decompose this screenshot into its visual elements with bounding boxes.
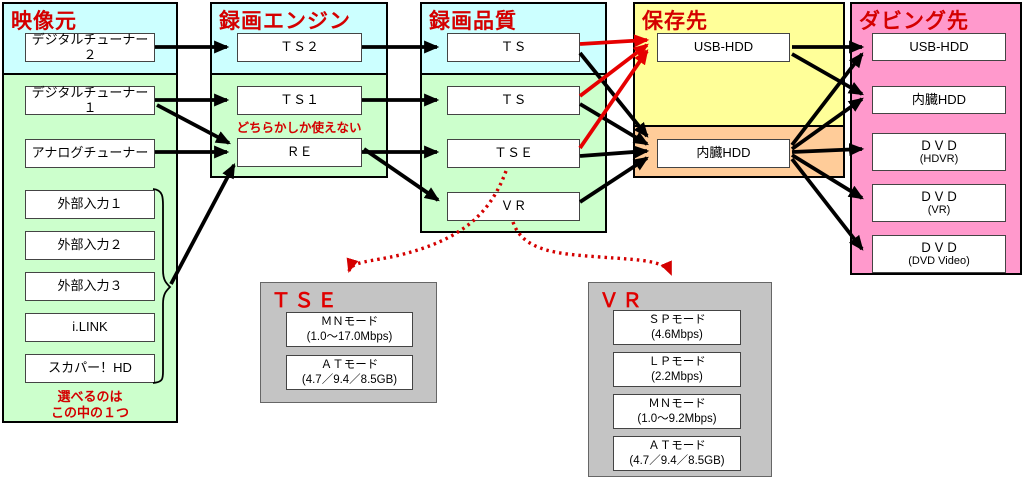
vr-lp-mode-name: ＬＰモード	[648, 356, 706, 369]
dub-dvd-video-label: ＤＶＤ	[919, 239, 959, 255]
source-external-input-1: 外部入力１	[25, 190, 155, 219]
dub-column-title: ダビング先	[859, 10, 969, 33]
source-analog-tuner: アナログチューナー	[25, 139, 155, 168]
dub-dvd-video: ＤＶＤ (DVD Video)	[872, 235, 1006, 273]
tse-mn-mode-name: ＭＮモード	[320, 316, 379, 329]
vr-mn-mode-name: ＭＮモード	[648, 398, 706, 411]
source-choose-note-line2: この中の１つ	[50, 405, 129, 421]
dub-dvd-hdvr: ＤＶＤ (HDVR)	[872, 133, 1006, 171]
tse-detail-panel: ＴＳＥ ＭＮモード (1.0～17.0Mbps) ＡＴモード (4.7／9.4／…	[260, 282, 437, 403]
quality-vr: ＶＲ	[447, 192, 580, 221]
vr-at-mode-name: ＡＴモード	[648, 440, 706, 453]
tse-mn-mode-detail: (1.0～17.0Mbps)	[306, 330, 393, 343]
save-usb-hdd: USB-HDD	[657, 33, 790, 62]
source-external-input-3: 外部入力３	[25, 272, 155, 301]
dub-dvd-hdvr-sub: (HDVR)	[919, 153, 959, 166]
dub-dvd-vr-sub: (VR)	[927, 204, 951, 217]
dub-dvd-video-sub: (DVD Video)	[908, 255, 970, 268]
source-skyperfect-hd: スカパー！HD	[25, 354, 155, 383]
engine-re: ＲＥ	[237, 138, 362, 167]
dub-usb-hdd: USB-HDD	[872, 33, 1006, 61]
source-choose-note-line1: 選べるのは	[57, 389, 123, 404]
source-external-input-2: 外部入力２	[25, 231, 155, 260]
save-internal-hdd: 内臓HDD	[657, 139, 790, 168]
quality-ts-top: ＴＳ	[447, 33, 580, 62]
quality-column-title: 録画品質	[429, 10, 517, 33]
vr-at-mode-detail: (4.7／9.4／8.5GB)	[629, 454, 725, 467]
vr-mn-mode-detail: (1.0～9.2Mbps)	[637, 412, 717, 425]
source-digital-tuner-1: デジタルチューナー１	[25, 86, 155, 115]
engine-ts1: ＴＳ１	[237, 86, 362, 115]
dub-internal-hdd: 内臓HDD	[872, 86, 1006, 114]
vr-lp-mode-detail: (2.2Mbps)	[651, 370, 703, 383]
quality-ts: ＴＳ	[447, 86, 580, 115]
dub-dvd-hdvr-label: ＤＶＤ	[919, 137, 959, 153]
tse-panel-title: ＴＳＥ	[271, 290, 340, 312]
source-choose-note: 選べるのは この中の１つ	[4, 389, 176, 422]
source-column-title: 映像元	[11, 10, 77, 33]
engine-column-title: 録画エンジン	[219, 10, 351, 33]
dub-dvd-vr-label: ＤＶＤ	[919, 188, 959, 204]
save-column-title: 保存先	[642, 10, 708, 33]
source-column: 映像元 デジタルチューナー２ デジタルチューナー１ アナログチューナー 外部入力…	[2, 2, 178, 423]
vr-panel-title: ＶＲ	[599, 290, 645, 312]
vr-mn-mode: ＭＮモード (1.0～9.2Mbps)	[613, 394, 741, 429]
tse-at-mode-name: ＡＴモード	[320, 359, 379, 372]
vr-lp-mode: ＬＰモード (2.2Mbps)	[613, 352, 741, 387]
engine-column: 録画エンジン ＴＳ２ ＴＳ１ どちらかしか使えない ＲＥ	[210, 2, 388, 178]
vr-detail-panel: ＶＲ ＳＰモード (4.6Mbps) ＬＰモード (2.2Mbps) ＭＮモード…	[588, 282, 772, 477]
vr-at-mode: ＡＴモード (4.7／9.4／8.5GB)	[613, 436, 741, 471]
tse-at-mode: ＡＴモード (4.7／9.4／8.5GB)	[286, 355, 413, 390]
save-column: 保存先 USB-HDD 内臓HDD	[633, 2, 845, 178]
dub-dvd-vr: ＤＶＤ (VR)	[872, 184, 1006, 222]
dub-column: ダビング先 USB-HDD 内臓HDD ＤＶＤ (HDVR) ＤＶＤ (VR) …	[850, 2, 1022, 275]
vr-sp-mode-name: ＳＰモード	[648, 314, 706, 327]
vr-sp-mode: ＳＰモード (4.6Mbps)	[613, 310, 741, 345]
engine-ts2: ＴＳ２	[237, 33, 362, 62]
tse-at-mode-detail: (4.7／9.4／8.5GB)	[301, 373, 398, 386]
tse-mn-mode: ＭＮモード (1.0～17.0Mbps)	[286, 312, 413, 347]
engine-restriction-note: どちらかしか使えない	[236, 121, 362, 135]
quality-column: 録画品質 ＴＳ ＴＳ ＴＳＥ ＶＲ	[420, 2, 607, 233]
quality-tse: ＴＳＥ	[447, 139, 580, 168]
vr-sp-mode-detail: (4.6Mbps)	[651, 328, 703, 341]
source-ilink: i.LINK	[25, 313, 155, 342]
source-digital-tuner-2: デジタルチューナー２	[25, 33, 155, 62]
